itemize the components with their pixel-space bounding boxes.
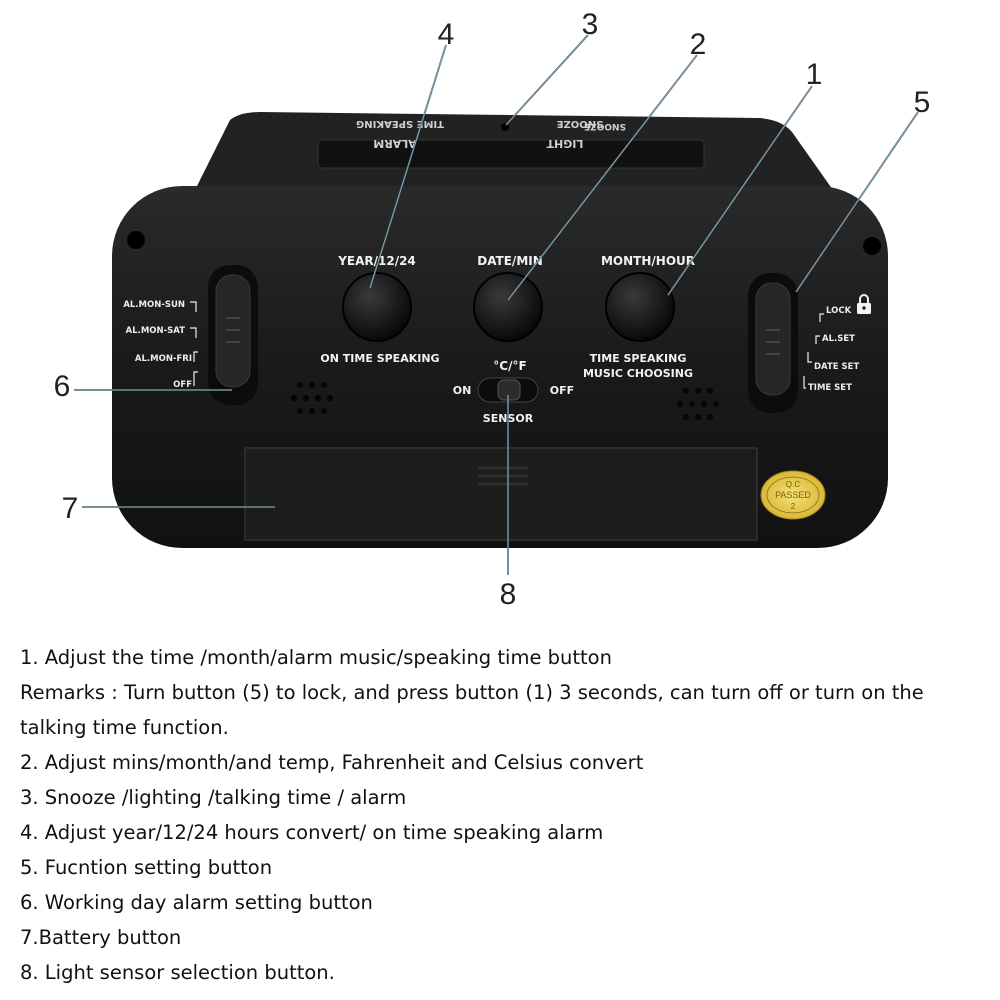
callout-8: 8 (500, 578, 517, 611)
top-label-snooze: SNOOZE (584, 121, 626, 131)
notes-list: 1. Adjust the time /month/alarm music/sp… (20, 640, 985, 990)
qc-passed-sticker: Q.C PASSED 2 (760, 470, 826, 520)
note-4: 4. Adjust year/12/24 hours convert/ on t… (20, 821, 604, 844)
sensor-on-label: ON (453, 384, 472, 397)
callout-line-3-glow (505, 34, 589, 126)
screw-hole-left (127, 231, 145, 249)
note-8: 8. Light sensor selection button. (20, 961, 335, 984)
battery-cover[interactable] (244, 447, 758, 541)
sensor-off-label: OFF (550, 384, 574, 397)
right-switch-opt-3: DATE SET (814, 362, 859, 372)
note-6: 6. Working day alarm setting button (20, 891, 373, 914)
top-label-snooze: SNOOZE (557, 118, 604, 129)
callout-2: 2 (690, 28, 707, 61)
right-switch-opt-1: LOCK (826, 306, 852, 316)
sensor-unit-label: °C/°F (493, 359, 526, 373)
year-button[interactable] (342, 272, 412, 342)
callout-line-4-glow (369, 44, 447, 289)
date-button-label: DATE/MIN (477, 254, 543, 268)
left-switch-opt-2: AL.MON-SAT (126, 326, 186, 336)
qc-line-3: 2 (791, 502, 796, 511)
speaker-grille-right (677, 388, 719, 420)
speaker-grille-left (291, 382, 333, 414)
sensor-switch-knob[interactable] (497, 379, 521, 401)
callout-6: 6 (54, 370, 71, 403)
callout-line-5-glow (795, 111, 919, 293)
on-time-speaking-label: ON TIME SPEAKING (320, 352, 439, 365)
callout-7: 7 (62, 492, 79, 525)
top-label-light: LIGHT (546, 137, 583, 150)
date-min-button[interactable] (473, 272, 543, 342)
callout-line-2-glow (507, 54, 698, 301)
left-switch-opt-4: OFF (173, 380, 192, 390)
month-button-label: MONTH/HOUR (601, 254, 695, 268)
month-hour-button[interactable] (605, 272, 675, 342)
note-3: 3. Snooze /lighting /talking time / alar… (20, 786, 407, 809)
callout-5: 5 (914, 86, 931, 119)
top-label-alarm: ALARM (373, 137, 416, 150)
screw-hole-right (863, 237, 881, 255)
callout-3: 3 (582, 8, 599, 41)
qc-line-2: PASSED (775, 490, 811, 500)
note-1: 1. Adjust the time /month/alarm music/sp… (20, 646, 612, 669)
clock-back-diagram: SNOOZE SNOOZE TIME SPEAKING LIGHT ALARM … (54, 8, 931, 611)
year-button-label: YEAR/12/24 (337, 254, 416, 268)
right-switch-opt-2: AL.SET (822, 334, 855, 344)
note-2: 2. Adjust mins/month/and temp, Fahrenhei… (20, 751, 644, 774)
top-label-time-speaking: TIME SPEAKING (356, 118, 444, 129)
callout-4: 4 (438, 18, 455, 51)
music-choosing-label: MUSIC CHOOSING (583, 367, 693, 380)
left-switch-opt-1: AL.MON-SUN (123, 300, 185, 310)
callout-line-1-glow (667, 85, 813, 296)
note-5: 5. Fucntion setting button (20, 856, 273, 879)
note-remarks: Remarks : Turn button (5) to lock, and p… (20, 681, 924, 739)
qc-line-1: Q.C (786, 480, 800, 489)
lock-icon (857, 294, 871, 314)
right-switch-opt-4: TIME SET (808, 383, 852, 393)
time-speaking-label: TIME SPEAKING (590, 352, 687, 365)
callout-1: 1 (806, 58, 823, 91)
right-switch-knob[interactable] (755, 282, 791, 396)
left-switch-opt-3: AL.MON-FRI (135, 354, 192, 364)
note-7: 7.Battery button (20, 926, 182, 949)
